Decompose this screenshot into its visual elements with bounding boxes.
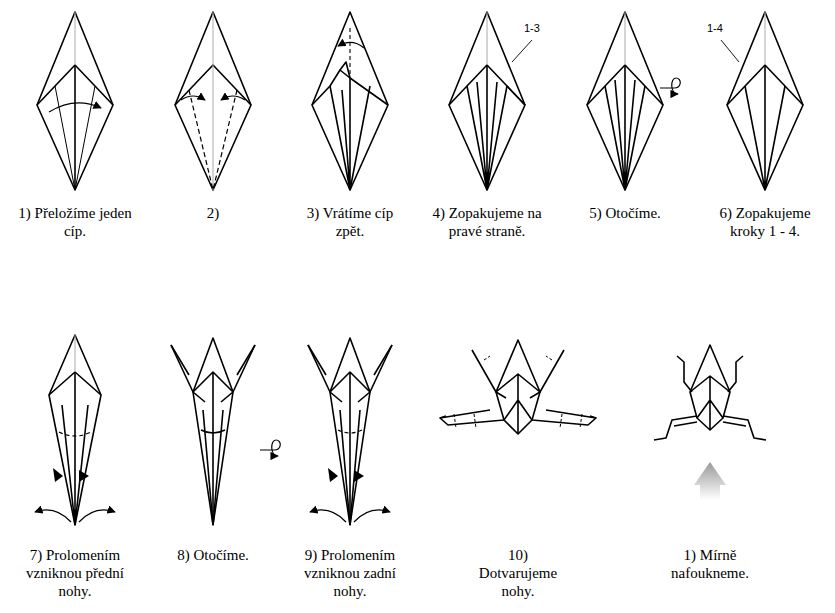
fold-line — [55, 86, 95, 190]
fold-line — [312, 12, 388, 190]
fold-line — [354, 510, 390, 522]
fold-line — [35, 12, 803, 525]
step-caption: 4) Zopakujeme na pravé straně. — [428, 204, 546, 240]
step-caption: 1) Mírně nafoukneme. — [658, 546, 762, 582]
fold-line — [472, 350, 564, 398]
flip-symbol — [260, 440, 280, 456]
step-1-figure — [37, 12, 113, 190]
fold-line — [260, 440, 280, 456]
fold-line — [338, 42, 364, 48]
step-9-figure — [308, 338, 392, 525]
fold-line — [171, 345, 255, 375]
fold-line — [193, 338, 233, 525]
fold-line — [340, 62, 350, 78]
fold-line — [328, 468, 364, 482]
fold-line — [308, 345, 392, 375]
fold-line — [440, 410, 596, 425]
fold-line — [727, 12, 803, 190]
fold-line — [181, 96, 205, 100]
step-4-figure — [449, 12, 532, 190]
fold-line — [193, 372, 233, 525]
step-7-figure — [35, 335, 115, 525]
fold-line — [53, 468, 89, 482]
fold-line — [310, 510, 346, 522]
fold-line — [75, 335, 76, 372]
step-3-figure — [312, 12, 388, 190]
fold-line — [467, 65, 507, 190]
step-caption: 10) Dotvarujeme nohy. — [472, 546, 564, 600]
step-caption: 9) Prolomením vzniknou zadní nohy. — [288, 546, 412, 600]
fold-line — [175, 12, 251, 190]
fold-line — [62, 372, 88, 525]
fold-line — [677, 356, 743, 392]
step-caption: 1) Přeložíme jeden cíp. — [16, 204, 134, 240]
fold-line — [59, 432, 91, 436]
fold-line — [37, 12, 113, 190]
flip-symbol — [660, 78, 680, 94]
fold-line — [690, 345, 730, 430]
fold-line — [454, 356, 582, 428]
fold-line — [203, 410, 223, 525]
fold-line — [440, 416, 596, 418]
step-2-figure — [175, 12, 251, 190]
fold-line — [213, 12, 214, 190]
fold-line — [221, 96, 245, 100]
step-11-figure — [654, 345, 766, 500]
fold-line — [49, 335, 101, 525]
fold-line — [507, 86, 525, 105]
fold-line — [721, 40, 739, 62]
fold-line — [765, 12, 766, 65]
fold-line — [74, 65, 76, 190]
step-caption: 3) Vrátíme cíp zpět. — [291, 204, 409, 240]
fold-line — [512, 40, 532, 62]
fold-line — [605, 65, 645, 190]
fold-line — [487, 12, 488, 65]
fold-line — [449, 12, 525, 190]
step-8-figure — [171, 338, 255, 525]
callout-number: 1-3 — [523, 22, 541, 35]
callout-number: 1-4 — [706, 22, 724, 35]
step-caption: 8) Otočíme. — [154, 546, 272, 564]
step-5-figure — [587, 12, 663, 190]
fold-line — [745, 65, 785, 190]
fold-line — [189, 90, 237, 190]
fold-line — [674, 422, 746, 426]
step-10-figure — [440, 340, 596, 434]
fold-line — [75, 12, 76, 65]
fold-line — [694, 462, 726, 500]
fold-line — [654, 416, 766, 440]
fold-line — [587, 12, 663, 190]
fold-line — [349, 28, 350, 78]
step-caption: 5) Otočíme. — [566, 204, 684, 222]
fold-line — [79, 510, 115, 522]
fold-line — [35, 510, 71, 522]
fold-line — [496, 374, 540, 434]
fold-line — [340, 410, 360, 525]
step-6-figure — [721, 12, 803, 190]
step-caption: 7) Prolomením vzniknou přední nohy. — [13, 546, 137, 600]
step-caption: 6) Zopakujeme kroky 1 - 4. — [704, 204, 826, 240]
fold-line — [330, 338, 370, 525]
fold-line — [330, 78, 370, 190]
fold-line — [625, 12, 626, 65]
fold-line — [660, 78, 680, 94]
fold-line — [330, 372, 370, 525]
fold-line — [49, 103, 101, 112]
step-caption: 2) — [154, 204, 272, 222]
